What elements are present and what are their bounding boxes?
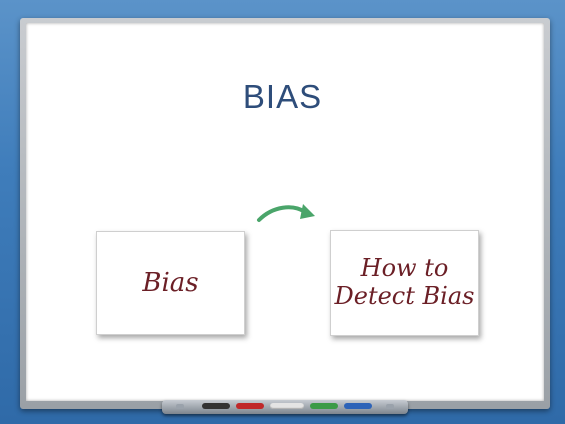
green-pen-icon[interactable] xyxy=(310,403,338,409)
bias-card[interactable]: Bias xyxy=(96,231,245,335)
tray-button-left[interactable] xyxy=(176,404,184,409)
detect-bias-card-line1: How to xyxy=(360,254,449,283)
curved-arrow-icon xyxy=(257,204,315,222)
detect-bias-card[interactable]: How to Detect Bias xyxy=(330,230,479,336)
eraser-icon[interactable] xyxy=(270,403,304,409)
detect-bias-card-line2: Detect Bias xyxy=(334,282,475,310)
blue-pen-icon[interactable] xyxy=(344,403,372,409)
slide-title: BIAS xyxy=(242,78,323,115)
bias-card-label: Bias xyxy=(142,268,199,298)
red-pen-icon[interactable] xyxy=(236,403,264,409)
pen-tray xyxy=(162,400,408,414)
tray-button-right[interactable] xyxy=(386,404,394,409)
black-pen-icon[interactable] xyxy=(202,403,230,409)
whiteboard-surface xyxy=(26,23,544,401)
